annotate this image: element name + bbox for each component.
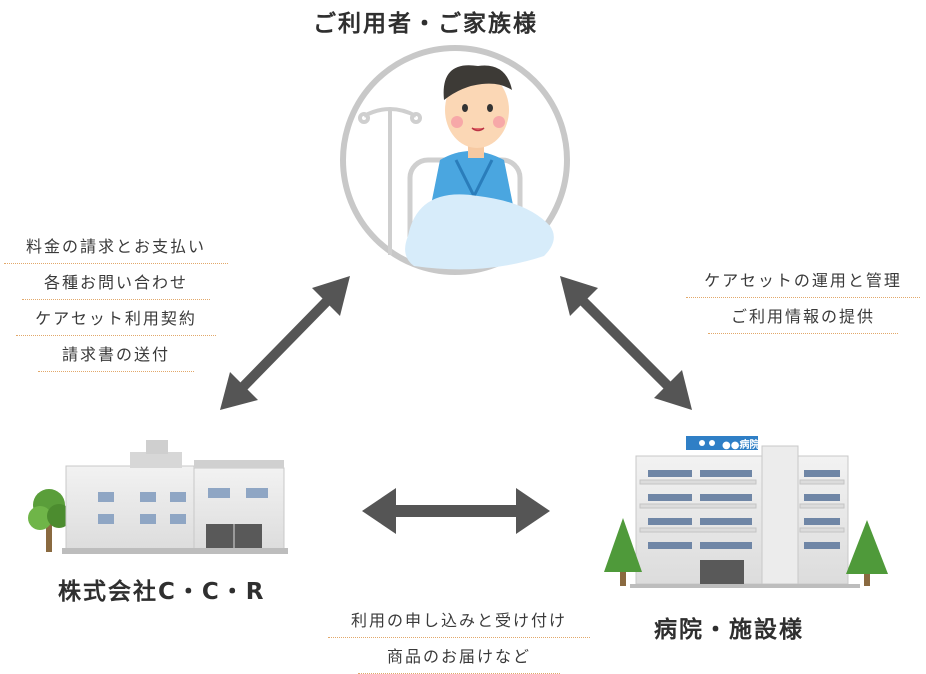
hospital-title: 病院・施設様 xyxy=(654,617,804,643)
arrow-company-hospital xyxy=(362,488,550,534)
label-inquiries: 各種お問い合わせ xyxy=(22,264,210,300)
company-title: 株式会社C・C・R xyxy=(58,579,266,605)
arrow-hospital-customer xyxy=(560,276,692,410)
hospital-customer-labels: ケアセットの運用と管理 ご利用情報の提供 xyxy=(686,262,920,334)
arrow-company-customer xyxy=(220,276,350,410)
company-customer-labels: 料金の請求とお支払い 各種お問い合わせ ケアセット利用契約 請求書の送付 xyxy=(4,228,228,372)
patient-illustration xyxy=(340,45,570,275)
label-application: 利用の申し込みと受け付け xyxy=(328,602,590,638)
iv-stand-icon xyxy=(358,107,422,255)
label-contract: ケアセット利用契約 xyxy=(16,300,216,336)
label-operation: ケアセットの運用と管理 xyxy=(686,262,920,298)
hospital-sign-text: ●●病院 xyxy=(722,438,759,451)
label-billing: 料金の請求とお支払い xyxy=(4,228,228,264)
company-building-illustration xyxy=(28,440,288,554)
hospital-building-illustration xyxy=(604,436,888,588)
label-usage-info: ご利用情報の提供 xyxy=(708,298,898,334)
label-invoice: 請求書の送付 xyxy=(38,336,194,372)
customer-title: ご利用者・ご家族様 xyxy=(313,11,538,37)
